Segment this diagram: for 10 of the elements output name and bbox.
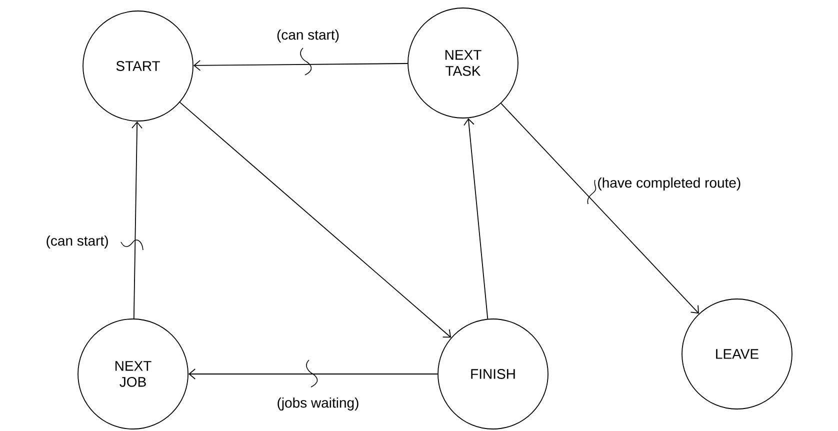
arrow	[179, 102, 452, 338]
arrow	[464, 118, 488, 320]
edge-label: (can start)	[277, 29, 339, 43]
arrow	[132, 121, 142, 319]
edge-label: (have completed route)	[598, 177, 740, 191]
edge-label: (jobs waiting)	[278, 397, 358, 410]
arrow	[500, 102, 699, 314]
arrow	[193, 60, 408, 71]
arrow	[188, 368, 438, 380]
edge-label: (can start)	[46, 235, 108, 249]
